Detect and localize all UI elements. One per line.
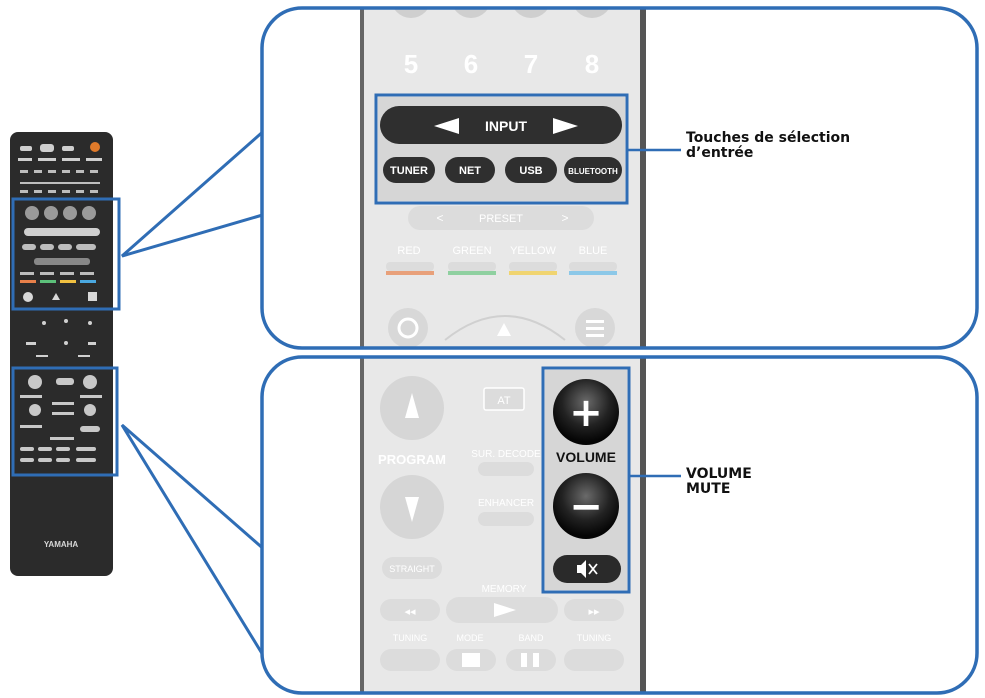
mute-speaker-icon (577, 560, 598, 578)
volume-up-button (553, 379, 619, 445)
mute-button (553, 555, 621, 583)
callout-pointers (120, 125, 268, 666)
callout-input-line2: d’entrée (686, 145, 754, 161)
power-button (90, 142, 100, 152)
volume-plus-icon: + (569, 390, 603, 436)
play-icon (494, 603, 516, 617)
tuner-label: TUNER (390, 165, 428, 177)
skip-back-button (380, 599, 440, 621)
green-button (448, 271, 496, 275)
usb-button (505, 157, 557, 183)
input-left-arrow-icon (434, 118, 459, 134)
mode-label: MODE (457, 633, 484, 643)
number-key-8: 8 (585, 49, 599, 79)
callout-volume-line1: VOLUME (686, 466, 752, 482)
net-label: NET (459, 165, 481, 177)
callout-input-selection: Touches de sélection d’entrée (686, 131, 850, 161)
input-button (380, 106, 622, 144)
at-label: AT (497, 395, 511, 407)
skip-forward-icon: ▸▸ (588, 605, 600, 618)
enhancer-label: ENHANCER (478, 498, 534, 509)
volume-minus-icon: − (569, 484, 603, 530)
volume-label: VOLUME (556, 449, 616, 465)
memory-label: MEMORY (482, 584, 527, 595)
yellow-button (509, 271, 557, 275)
skip-forward-button (564, 599, 624, 621)
bluetooth-button (564, 157, 622, 183)
pause-icon (521, 653, 527, 667)
blue-label: BLUE (579, 245, 608, 257)
zoom-panel-input-frame (260, 6, 979, 350)
red-button (386, 271, 434, 275)
preset-left-icon: < (436, 211, 443, 225)
stop-icon (462, 653, 480, 667)
callout-volume-line2: MUTE (686, 481, 731, 497)
highlight-volume-group (541, 366, 631, 594)
straight-label: STRAIGHT (389, 564, 435, 574)
number-key-7: 7 (524, 49, 538, 79)
small-highlight-input (11, 197, 121, 311)
red-label: RED (397, 245, 420, 257)
input-right-arrow-icon (553, 118, 578, 134)
tuning-left-label: TUNING (393, 633, 428, 643)
bluetooth-label: BLUETOOTH (568, 167, 618, 176)
preset-right-icon: > (561, 211, 568, 225)
green-label: GREEN (452, 245, 491, 257)
tuning-right-label: TUNING (577, 633, 612, 643)
cursor-up-icon (497, 323, 511, 336)
number-key-5: 5 (404, 49, 418, 79)
tuner-button (383, 157, 435, 183)
straight-button (382, 557, 442, 579)
usb-label: USB (519, 165, 542, 177)
zoom-panel-input: 5 6 7 8 INPUT TUNER NET USB BLUETOOTH (260, 6, 979, 350)
zoom-panel-volume-frame (260, 355, 979, 695)
net-button (445, 157, 495, 183)
brand-logo: YAMAHA (44, 540, 79, 549)
small-highlight-volume (11, 366, 119, 477)
sur-decode-label: SUR. DECODE (471, 449, 541, 460)
number-key-6: 6 (464, 49, 478, 79)
preset-label: PRESET (479, 213, 523, 225)
volume-down-button (553, 473, 619, 539)
remote-body (10, 132, 113, 576)
skip-back-icon: ◂◂ (404, 605, 416, 618)
input-label: INPUT (485, 118, 527, 134)
band-label: BAND (518, 633, 544, 643)
zoom-panel-volume: PROGRAM AT SUR. DECODE ENHANCER STRAIGHT… (260, 355, 979, 695)
callout-volume-mute: VOLUME MUTE (686, 467, 752, 497)
program-label: PROGRAM (378, 452, 446, 467)
preset-button (408, 206, 594, 230)
setup-gear-icon (388, 308, 428, 348)
full-remote: YAMAHA (10, 132, 121, 576)
blue-button (569, 271, 617, 275)
yellow-label: YELLOW (510, 245, 556, 257)
callout-input-line1: Touches de sélection (686, 130, 851, 146)
